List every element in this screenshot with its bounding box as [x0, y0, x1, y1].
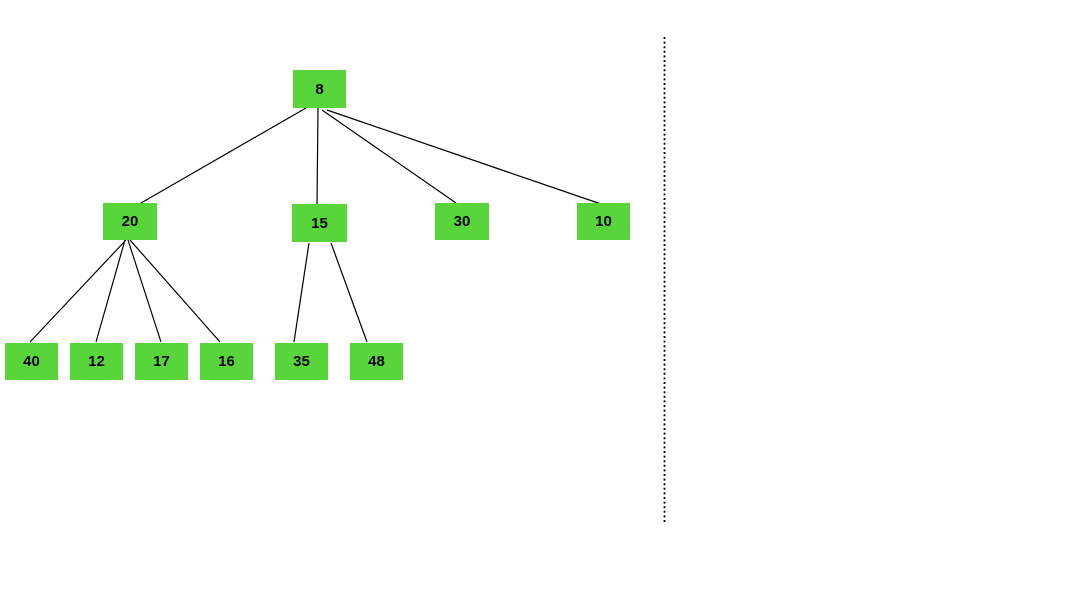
- tree-node-10-label: 10: [595, 213, 612, 230]
- tree-node-16-label: 16: [218, 353, 235, 370]
- edge-15-35: [293, 242, 310, 343]
- tree-node-30-label: 30: [453, 213, 471, 230]
- tree-node-8: 8: [293, 70, 346, 108]
- tree-node-15-label: 15: [311, 214, 328, 232]
- tree-node-10: 10: [577, 203, 630, 240]
- tree-node-12-label: 12: [88, 353, 105, 370]
- tree-node-20: 20: [103, 203, 157, 240]
- edge-20-16: [129, 239, 221, 343]
- edge-8-15: [316, 107, 319, 205]
- tree-node-17: 17: [135, 343, 188, 380]
- edge-20-12: [95, 239, 126, 343]
- tree-node-20-label: 20: [121, 213, 139, 230]
- tree-node-48: 48: [350, 343, 403, 380]
- tree-node-16: 16: [200, 343, 253, 380]
- edge-20-40: [29, 239, 127, 343]
- tree-node-35: 35: [275, 343, 328, 380]
- tree-node-12: 12: [70, 343, 123, 380]
- tree-node-30: 30: [435, 203, 489, 240]
- tree-node-15: 15: [292, 204, 347, 242]
- tree-node-40: 40: [5, 343, 58, 380]
- tree-node-40-label: 40: [23, 353, 40, 370]
- tree-node-35-label: 35: [293, 353, 310, 370]
- edge-8-20: [140, 107, 307, 204]
- edge-20-17: [127, 239, 162, 343]
- tree-node-17-label: 17: [153, 353, 170, 370]
- tree-node-8-label: 8: [315, 80, 324, 98]
- edge-8-30: [321, 109, 457, 204]
- edge-15-48: [330, 242, 368, 343]
- edge-8-10: [326, 109, 602, 205]
- tree-node-48-label: 48: [368, 353, 385, 370]
